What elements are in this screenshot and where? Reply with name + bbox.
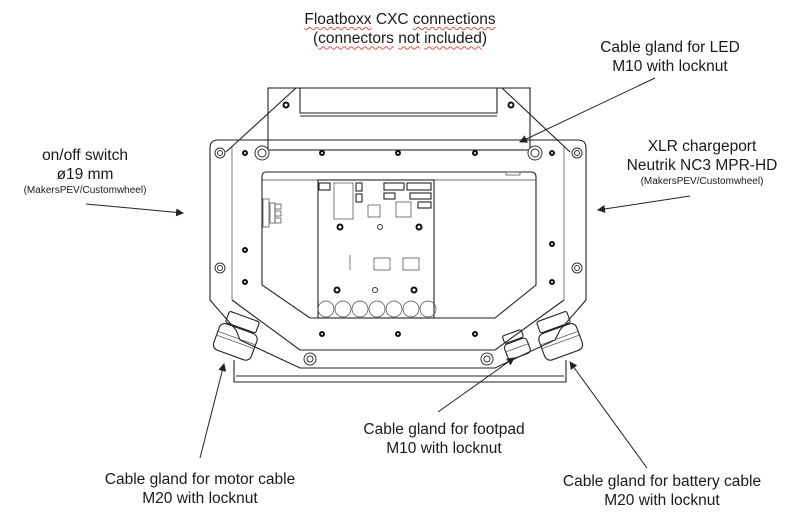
lid-screws <box>214 101 583 366</box>
arrow-led <box>519 77 656 143</box>
arrow-motor-gland <box>199 363 227 459</box>
battery-gland-line1: Cable gland for battery cable <box>562 473 762 490</box>
arrow-battery-gland <box>569 361 648 469</box>
title-word: CXC <box>371 11 413 28</box>
chargeport-label: XLR chargeport Neutrik NC3 MPR-HD (Maker… <box>604 137 800 188</box>
arrow-footpad-gland <box>437 357 515 413</box>
title-word: ) <box>481 30 488 48</box>
switch-line2: ø19 mm <box>56 166 114 184</box>
footpad-gland-line2: M10 with locknut <box>386 440 502 458</box>
switch-label: on/off switch ø19 mm (MakersPEV/Customwh… <box>0 146 170 197</box>
top-handle <box>267 87 531 151</box>
title-word: connectors <box>318 30 394 48</box>
switch-line3: (MakersPEV/Customwheel) <box>23 184 147 196</box>
inner-cavity <box>261 171 537 319</box>
chargeport-line3: (MakersPEV/Customwheel) <box>640 175 764 187</box>
title-word: included <box>424 30 482 48</box>
pcb-connectors <box>317 300 437 318</box>
battery-cable-gland <box>536 311 584 361</box>
arrow-chargeport <box>597 195 691 213</box>
battery-gland-line2: M20 with locknut <box>604 492 720 510</box>
motor-gland-label: Cable gland for motor cable M20 with loc… <box>84 470 316 509</box>
chargeport-line2: Neutrik NC3 MPR-HD <box>626 157 778 175</box>
title-word: not <box>398 30 420 48</box>
led-gland-line1: Cable gland for LED <box>600 39 740 56</box>
motor-gland-line1: Cable gland for motor cable <box>104 471 296 488</box>
title-label: Floatboxx CXC connections (connectors no… <box>268 10 532 49</box>
housing-outline <box>209 87 587 369</box>
arrow-switch <box>85 203 184 217</box>
title-word: connections <box>412 11 496 28</box>
led-gland-line2: M10 with locknut <box>612 58 728 76</box>
footpad-gland-line1: Cable gland for footpad <box>363 421 525 438</box>
motor-cable-gland <box>212 311 260 361</box>
footpad-cable-gland <box>502 329 531 360</box>
motor-gland-line2: M20 with locknut <box>142 490 258 508</box>
battery-gland-label: Cable gland for battery cable M20 with l… <box>524 472 800 511</box>
chargeport-line1: XLR chargeport <box>647 138 757 155</box>
led-gland-label: Cable gland for LED M10 with locknut <box>570 38 770 77</box>
switch-line1: on/off switch <box>42 147 128 164</box>
pcb-board <box>317 179 437 319</box>
title-word: ( <box>312 30 319 48</box>
title-word: Floatboxx <box>304 11 372 28</box>
footpad-gland-label: Cable gland for footpad M10 with locknut <box>334 420 554 459</box>
bottom-rail <box>233 360 567 383</box>
switch-body <box>262 198 282 228</box>
